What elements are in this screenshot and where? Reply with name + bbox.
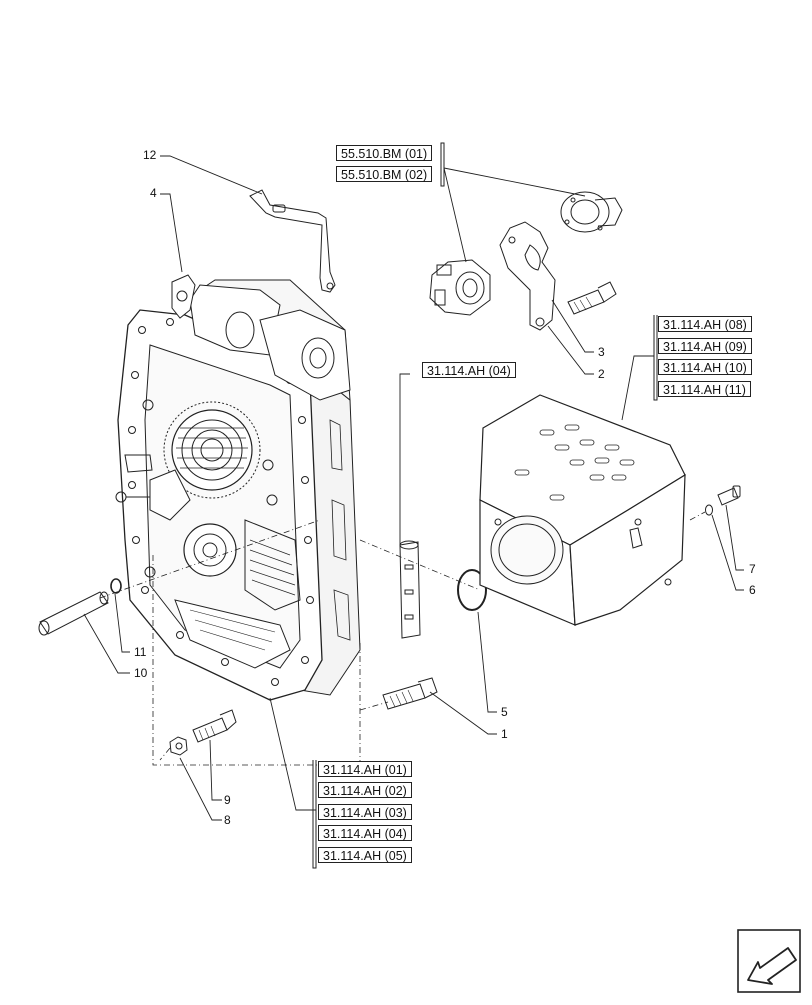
leader-lines [83, 155, 744, 821]
part-cover-strip [399, 540, 421, 639]
part-5-o-ring [457, 569, 487, 611]
ref-31-114-ah-04-mid[interactable]: 31.114.AH (04) [422, 362, 516, 378]
ref-31-114-ah-05[interactable]: 31.114.AH (05) [318, 847, 412, 863]
part-10-pin [38, 591, 109, 636]
callout-5: 5 [501, 705, 508, 719]
part-pto-shield [479, 394, 686, 626]
callout-6: 6 [749, 583, 756, 597]
ref-31-114-ah-03[interactable]: 31.114.AH (03) [318, 804, 412, 820]
ref-31-114-ah-10[interactable]: 31.114.AH (10) [658, 359, 752, 375]
part-12-pipe-bracket [249, 189, 336, 293]
ref-55-510-bm-01[interactable]: 55.510.BM (01) [336, 145, 433, 161]
callout-11: 11 [134, 645, 147, 659]
ref-31-114-ah-11[interactable]: 31.114.AH (11) [658, 381, 751, 397]
callout-1: 1 [501, 727, 508, 741]
callout-9: 9 [224, 793, 231, 807]
callout-4: 4 [150, 186, 157, 200]
ref-55-510-bm-02[interactable]: 55.510.BM (02) [336, 166, 433, 182]
gearbox-housing [115, 279, 361, 701]
centerlines [99, 511, 706, 766]
ref-31-114-ah-01[interactable]: 31.114.AH (01) [318, 761, 412, 777]
part-6-washer [705, 504, 713, 516]
reference-brackets [312, 142, 658, 869]
callout-12: 12 [143, 148, 157, 162]
ref-31-114-ah-04[interactable]: 31.114.AH (04) [318, 825, 412, 841]
ref-31-114-ah-08[interactable]: 31.114.AH (08) [658, 316, 752, 332]
part-7-screw [717, 485, 741, 506]
arrow-left-down-icon[interactable] [737, 929, 801, 993]
part-9-bolt [192, 709, 237, 743]
part-electrical-connector [429, 259, 491, 316]
part-11-o-ring [110, 578, 122, 594]
ref-31-114-ah-02[interactable]: 31.114.AH (02) [318, 782, 412, 798]
callout-8: 8 [224, 813, 231, 827]
callout-10: 10 [134, 666, 148, 680]
part-1-bolt [382, 677, 438, 710]
part-3-bolt [567, 281, 617, 315]
part-2-bracket-plate [499, 221, 556, 331]
ref-31-114-ah-09[interactable]: 31.114.AH (09) [658, 338, 752, 354]
part-8-nut [169, 736, 188, 756]
callout-3: 3 [598, 345, 605, 359]
part-hub-coupling [560, 191, 623, 233]
part-4-clip [171, 274, 196, 319]
callout-2: 2 [598, 367, 605, 381]
callout-7: 7 [749, 562, 756, 576]
